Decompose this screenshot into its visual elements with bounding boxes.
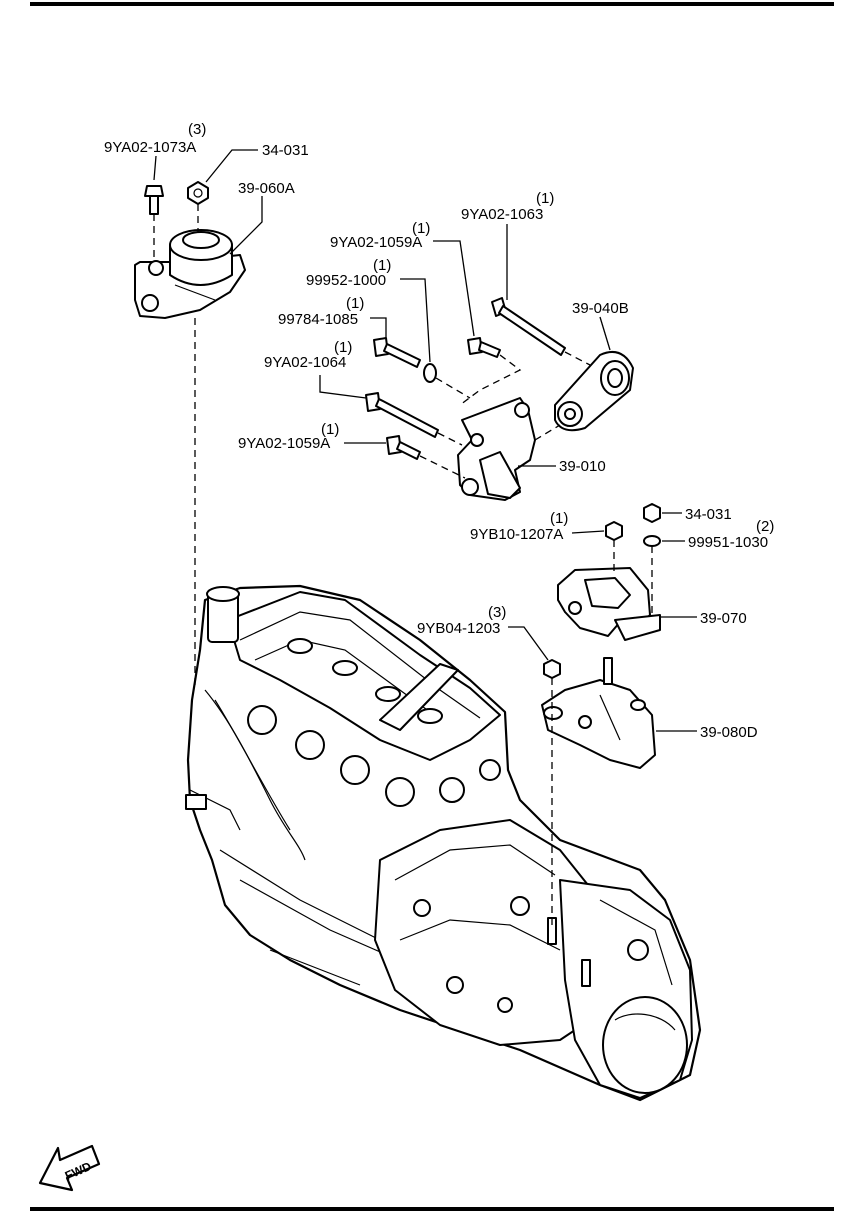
mount-39-070-shape (557, 567, 661, 641)
bolt-9ya02-1064-shape (365, 392, 463, 446)
label-9ya02-1059a-upper-qty: (1) (412, 220, 430, 237)
label-99784-1085: 99784-1085 (278, 311, 358, 328)
label-99784-1085-qty: (1) (346, 295, 364, 312)
bolt-9ya02-1073a-shape (144, 185, 164, 262)
bolt-99784-1085-shape (373, 337, 421, 368)
engine-transmission-assembly (185, 584, 702, 1102)
bracket-39-080d-shape (541, 657, 656, 769)
label-9ya02-1073a: 9YA02-1073A (104, 139, 196, 156)
label-9yb10-1207a: 9YB10-1207A (470, 526, 563, 543)
label-99951-1030: 99951-1030 (688, 534, 768, 551)
label-9yb04-1203-qty: (3) (488, 604, 506, 621)
label-9ya02-1064-qty: (1) (334, 339, 352, 356)
label-39-080d: 39-080D (700, 724, 758, 741)
label-9ya02-1059a-lower-qty: (1) (321, 421, 339, 438)
label-99952-1000-qty: (1) (373, 257, 391, 274)
part-labels: (3) 9YA02-1073A 34-031 39-060A (1) 9YA02… (104, 121, 774, 741)
mount-39-060a-shape (134, 229, 246, 319)
label-39-040b: 39-040B (572, 300, 629, 317)
nut-9yb10-1207a-shape (605, 521, 623, 575)
nut-9yb04-1203-shape (543, 659, 561, 930)
washer-99951-1030-shape (643, 535, 661, 618)
washer-99952-1000-shape (423, 363, 471, 399)
bracket-39-010-shape (457, 397, 536, 501)
fwd-arrow: FWD (38, 1144, 101, 1192)
label-34-031-top: 34-031 (262, 142, 309, 159)
label-39-070: 39-070 (700, 610, 747, 627)
alignment-line-roll-stopper (534, 424, 561, 441)
label-9yb04-1203: 9YB04-1203 (417, 620, 500, 637)
label-39-010: 39-010 (559, 458, 606, 475)
label-9yb10-1207a-qty: (1) (550, 510, 568, 527)
label-34-031-right: 34-031 (685, 506, 732, 523)
leader-lines (153, 149, 697, 732)
label-9ya02-1059a-lower: 9YA02-1059A (238, 435, 330, 452)
label-9ya02-1064: 9YA02-1064 (264, 354, 346, 371)
bolt-9ya02-1063-shape (491, 297, 591, 366)
nut-34-031-right-shape (643, 503, 661, 523)
label-9ya02-1073a-qty: (3) (188, 121, 206, 138)
label-99952-1000: 99952-1000 (306, 272, 386, 289)
nut-34-031-top-shape (187, 181, 209, 232)
label-9ya02-1063: 9YA02-1063 (461, 206, 543, 223)
page-border (30, 2, 834, 1211)
fwd-label: FWD (63, 1159, 94, 1183)
label-99951-1030-qty: (2) (756, 518, 774, 535)
label-9ya02-1059a-upper: 9YA02-1059A (330, 234, 422, 251)
bolt-9ya02-1059a-upper-shape (459, 337, 522, 406)
label-9ya02-1063-qty: (1) (536, 190, 554, 207)
label-39-060a: 39-060A (238, 180, 295, 197)
bolt-9ya02-1059a-lower-shape (386, 435, 466, 479)
mount-39-040b-shape (554, 351, 634, 432)
